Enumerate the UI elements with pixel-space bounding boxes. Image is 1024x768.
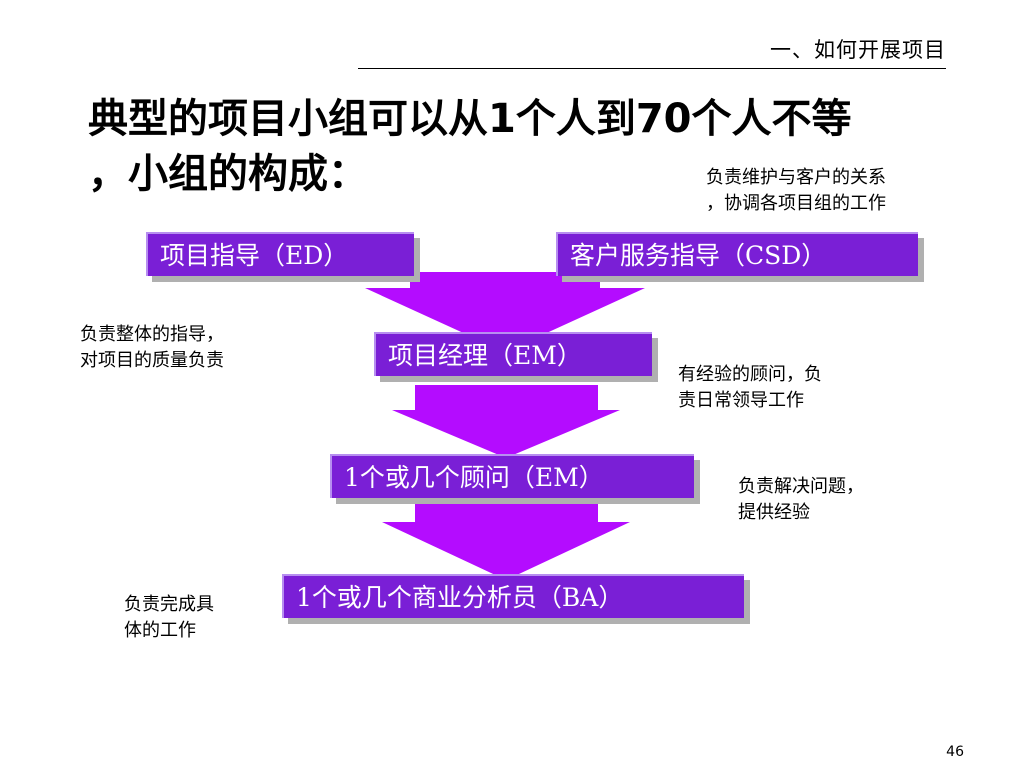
note-csd-line-2: ，协调各项目组的工作 bbox=[706, 193, 886, 214]
arrow-top-to-em bbox=[365, 272, 645, 352]
header-divider bbox=[358, 68, 946, 69]
note-ba: 负责完成具 体的工作 bbox=[124, 592, 214, 644]
note-ba-line-2: 体的工作 bbox=[124, 620, 196, 641]
note-ed: 负责整体的指导， 对项目的质量负责 bbox=[80, 322, 224, 374]
slide-title-line-1: 典型的项目小组可以从1个人到70个人不等 bbox=[88, 96, 852, 142]
role-label-csd: 客户服务指导（CSD） bbox=[570, 241, 827, 270]
slide-title: 典型的项目小组可以从1个人到70个人不等 ，小组的构成： bbox=[88, 92, 958, 202]
role-label-em: 项目经理（EM） bbox=[388, 341, 582, 370]
note-consultant-line-1: 负责解决问题， bbox=[738, 476, 864, 497]
role-label-ba: 1个或几个商业分析员（BA） bbox=[296, 583, 624, 612]
note-ba-line-1: 负责完成具 bbox=[124, 594, 214, 615]
note-em-line-1: 有经验的顾问，负 bbox=[678, 364, 822, 385]
arrow-em-to-consultant bbox=[392, 385, 620, 458]
note-ed-line-2: 对项目的质量负责 bbox=[80, 350, 224, 371]
arrow-consultant-to-ba bbox=[382, 502, 630, 580]
role-label-ed: 项目指导（ED） bbox=[160, 241, 349, 270]
page-number: 46 bbox=[946, 744, 964, 760]
note-csd: 负责维护与客户的关系 ，协调各项目组的工作 bbox=[706, 165, 886, 217]
role-box-em: 项目经理（EM） bbox=[374, 332, 652, 376]
note-em-line-2: 责日常领导工作 bbox=[678, 390, 804, 411]
role-box-consultant: 1个或几个顾问（EM） bbox=[330, 454, 694, 498]
note-ed-line-1: 负责整体的指导， bbox=[80, 324, 224, 345]
role-box-ba: 1个或几个商业分析员（BA） bbox=[282, 574, 744, 618]
role-box-ed: 项目指导（ED） bbox=[146, 232, 414, 276]
note-consultant: 负责解决问题， 提供经验 bbox=[738, 474, 864, 526]
section-title: 一、如何开展项目 bbox=[770, 38, 946, 62]
note-em: 有经验的顾问，负 责日常领导工作 bbox=[678, 362, 822, 414]
note-csd-line-1: 负责维护与客户的关系 bbox=[706, 167, 886, 188]
slide-title-line-2: ，小组的构成： bbox=[88, 151, 368, 197]
role-label-consultant: 1个或几个顾问（EM） bbox=[344, 463, 604, 492]
role-box-csd: 客户服务指导（CSD） bbox=[556, 232, 918, 276]
note-consultant-line-2: 提供经验 bbox=[738, 502, 810, 523]
